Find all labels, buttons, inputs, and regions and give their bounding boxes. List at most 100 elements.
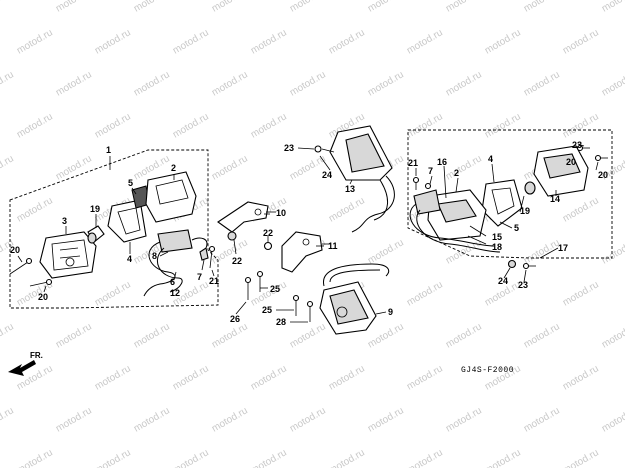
watermark-text: motod.ru xyxy=(600,69,625,98)
watermark-text: motod.ru xyxy=(171,111,211,140)
diagram-code: GJ4S-F2000 xyxy=(461,366,514,375)
watermark-text: motod.ru xyxy=(561,363,601,392)
watermark-text: motod.ru xyxy=(366,69,406,98)
watermark-text: motod.ru xyxy=(171,363,211,392)
left-lens-part xyxy=(39,231,97,279)
callout-13: 13 xyxy=(345,184,355,194)
right-lens-14 xyxy=(533,145,589,197)
watermark-text: motod.ru xyxy=(444,321,484,350)
callout-24-right: 24 xyxy=(498,276,508,286)
watermark-text: motod.ru xyxy=(15,111,55,140)
left-bulb-part xyxy=(87,225,105,244)
callout-23-right: 23 xyxy=(572,140,582,150)
watermark-text: motod.ru xyxy=(54,405,94,434)
watermark-text: motod.ru xyxy=(15,195,55,224)
watermark-text: motod.ru xyxy=(93,279,133,308)
watermark-text: motod.ru xyxy=(93,363,133,392)
callout-24-center: 24 xyxy=(322,170,332,180)
leader-lines xyxy=(17,143,599,323)
watermark-text: motod.ru xyxy=(249,447,289,468)
callout-25-upper: 25 xyxy=(270,284,280,294)
callout-16: 16 xyxy=(437,157,447,167)
callout-19-left: 19 xyxy=(90,204,100,214)
left-assembly-outline xyxy=(9,149,219,309)
callout-12: 12 xyxy=(170,288,180,298)
watermark-text: motod.ru xyxy=(327,195,367,224)
watermark-text: motod.ru xyxy=(561,27,601,56)
watermark-text: motod.ru xyxy=(366,405,406,434)
callout-7-right: 7 xyxy=(428,166,433,176)
watermark-text: motod.ru xyxy=(522,405,562,434)
watermark-text: motod.ru xyxy=(366,321,406,350)
watermark-text: motod.ru xyxy=(249,27,289,56)
callout-8: 8 xyxy=(152,251,157,261)
right-socket-wire-15 xyxy=(409,189,501,253)
callout-2-left: 2 xyxy=(171,163,176,173)
callout-20-left-bottom: 20 xyxy=(38,292,48,302)
watermark-text: motod.ru xyxy=(522,321,562,350)
watermark-text: motod.ru xyxy=(132,0,172,15)
right-screws xyxy=(412,144,608,270)
watermark-text: motod.ru xyxy=(171,447,211,468)
watermark-text: motod.ru xyxy=(15,447,55,468)
watermark-text: motod.ru xyxy=(327,363,367,392)
watermark-text: motod.ru xyxy=(444,69,484,98)
watermark-text: motod.ru xyxy=(132,405,172,434)
right-housing-2 xyxy=(427,189,487,241)
callout-1: 1 xyxy=(106,145,111,155)
callout-10: 10 xyxy=(276,208,286,218)
callout-20-right-lower: 20 xyxy=(598,170,608,180)
watermark-text: motod.ru xyxy=(405,447,445,468)
left-screws xyxy=(9,245,216,287)
watermark-text: motod.ru xyxy=(522,0,562,15)
callout-2-right: 2 xyxy=(454,168,459,178)
watermark-text: motod.ru xyxy=(54,321,94,350)
watermark-text: motod.ru xyxy=(0,321,16,350)
watermark-text: motod.ru xyxy=(522,69,562,98)
callout-labels: 1 2 3 4 5 8 12 6 7 19 20 20 21 22 22 25 … xyxy=(10,140,608,327)
callout-18: 18 xyxy=(492,242,502,252)
watermark-text: motod.ru xyxy=(405,363,445,392)
callout-17: 17 xyxy=(558,243,568,253)
watermark-text: motod.ru xyxy=(561,111,601,140)
watermark-text: motod.ru xyxy=(288,405,328,434)
callout-14: 14 xyxy=(550,194,560,204)
watermark-text: motod.ru xyxy=(249,111,289,140)
watermark-text: motod.ru xyxy=(483,111,523,140)
callout-6: 6 xyxy=(170,277,175,287)
watermark-text: motod.ru xyxy=(0,153,16,182)
callout-21-right: 21 xyxy=(408,158,418,168)
watermark-text: motod.ru xyxy=(210,321,250,350)
watermark-text: motod.ru xyxy=(93,111,133,140)
watermark-text: motod.ru xyxy=(210,405,250,434)
watermark-text: motod.ru xyxy=(405,111,445,140)
watermark-text: motod.ru xyxy=(288,321,328,350)
right-bulb-19 xyxy=(524,181,536,195)
callout-25-lower: 25 xyxy=(262,305,272,315)
callout-28: 28 xyxy=(276,317,286,327)
watermark-text: motod.ru xyxy=(15,27,55,56)
front-direction-indicator: FR. xyxy=(8,351,43,376)
rear-signal-9 xyxy=(319,263,390,335)
callout-22-upper: 22 xyxy=(263,228,273,238)
watermark-text: motod.ru xyxy=(54,153,94,182)
watermark-text: motod.ru xyxy=(444,405,484,434)
center-bracket-11 xyxy=(281,231,330,273)
watermark-text: motod.ru xyxy=(444,153,484,182)
callout-5-right: 5 xyxy=(514,223,519,233)
front-arrow-icon xyxy=(8,360,36,376)
front-direction-label: FR. xyxy=(30,351,43,360)
watermark-text: motod.ru xyxy=(171,27,211,56)
watermark-text: motod.ru xyxy=(288,69,328,98)
watermark-text: motod.ru xyxy=(54,69,94,98)
callout-15: 15 xyxy=(492,232,502,242)
watermark-text: motod.ru xyxy=(366,0,406,15)
watermark-text: motod.ru xyxy=(405,279,445,308)
watermark-text: motod.ru xyxy=(132,69,172,98)
watermark-text: motod.ru xyxy=(561,195,601,224)
callout-22-lower: 22 xyxy=(232,256,242,266)
watermark-text: motod.ru xyxy=(483,447,523,468)
left-housing-part xyxy=(145,171,197,223)
